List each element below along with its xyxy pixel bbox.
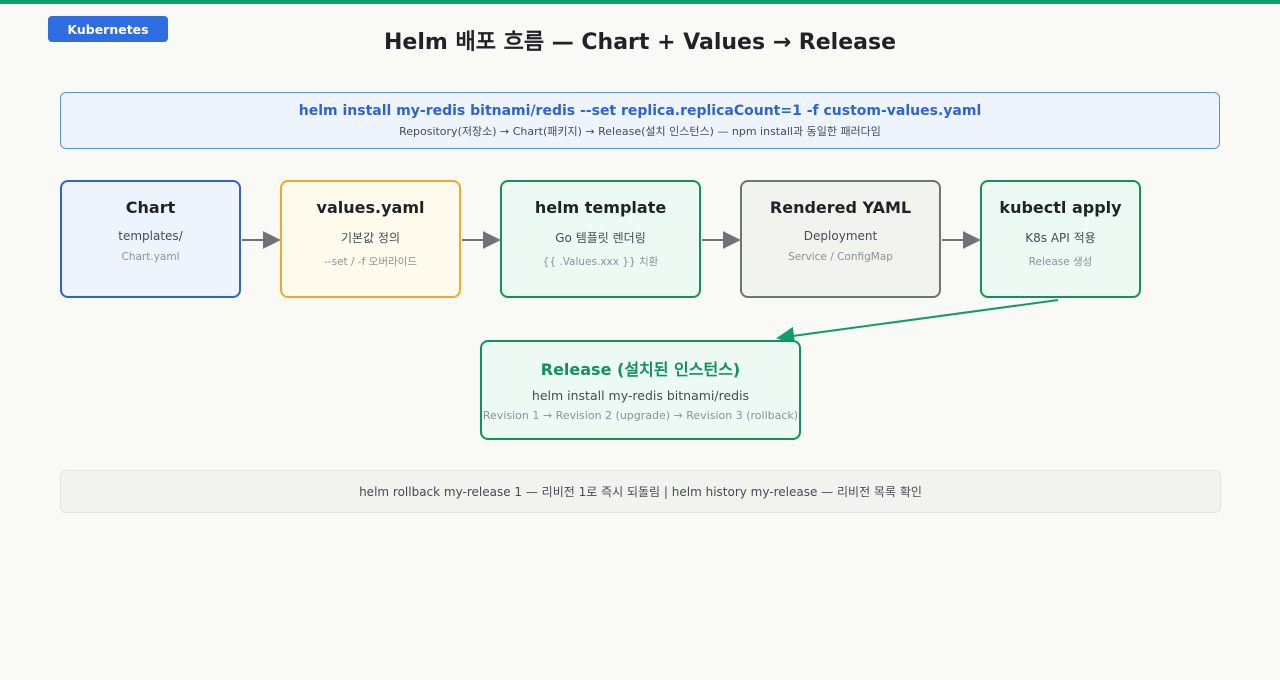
node-chart-title: Chart [125, 198, 176, 217]
release-revisions: Revision 1 → Revision 2 (upgrade) → Revi… [482, 409, 799, 422]
arrow-apply-to-release [776, 299, 1059, 345]
node-template-line2: {{ .Values.xxx }} 치환 [542, 256, 659, 268]
command-panel: helm install my-redis bitnami/redis --se… [60, 92, 1220, 149]
top-accent-bar [0, 0, 1280, 4]
node-values-line1: 기본값 정의 [340, 231, 400, 245]
node-values-title: values.yaml [316, 198, 425, 217]
node-rendered-yaml: Rendered YAML Deployment Service / Confi… [740, 180, 941, 298]
node-values-yaml: values.yaml 기본값 정의 --set / -f 오버라이드 [280, 180, 461, 298]
node-kubectl-apply: kubectl apply K8s API 적용 Release 생성 [980, 180, 1141, 298]
node-chart-line1: templates/ [118, 229, 183, 243]
node-chart: Chart templates/ Chart.yaml [60, 180, 241, 298]
release-title: Release (설치된 인스턴스) [540, 360, 741, 379]
release-node: Release (설치된 인스턴스) helm install my-redis… [480, 340, 801, 440]
node-values-line2: --set / -f 오버라이드 [324, 256, 417, 268]
page-title: Helm 배포 흐름 — Chart + Values → Release [384, 30, 896, 55]
node-apply-line1: K8s API 적용 [1025, 231, 1096, 245]
footer-note: helm rollback my-release 1 — 리비전 1로 즉시 되… [60, 470, 1221, 513]
node-template-title: helm template [534, 198, 667, 217]
node-apply-title: kubectl apply [999, 198, 1122, 217]
node-rendered-line2: Service / ConfigMap [788, 251, 893, 263]
node-chart-line2: Chart.yaml [121, 251, 180, 263]
command-text: helm install my-redis bitnami/redis --se… [298, 103, 982, 119]
node-rendered-line1: Deployment [803, 229, 878, 243]
category-tag: Kubernetes [48, 16, 168, 42]
node-rendered-title: Rendered YAML [769, 198, 912, 217]
node-helm-template: helm template Go 템플릿 렌더링 {{ .Values.xxx … [500, 180, 701, 298]
node-template-line1: Go 템플릿 렌더링 [555, 231, 646, 245]
command-description: Repository(저장소) → Chart(패키지) → Release(설… [399, 125, 881, 138]
node-apply-line2: Release 생성 [1028, 256, 1093, 268]
release-command: helm install my-redis bitnami/redis [531, 388, 750, 403]
